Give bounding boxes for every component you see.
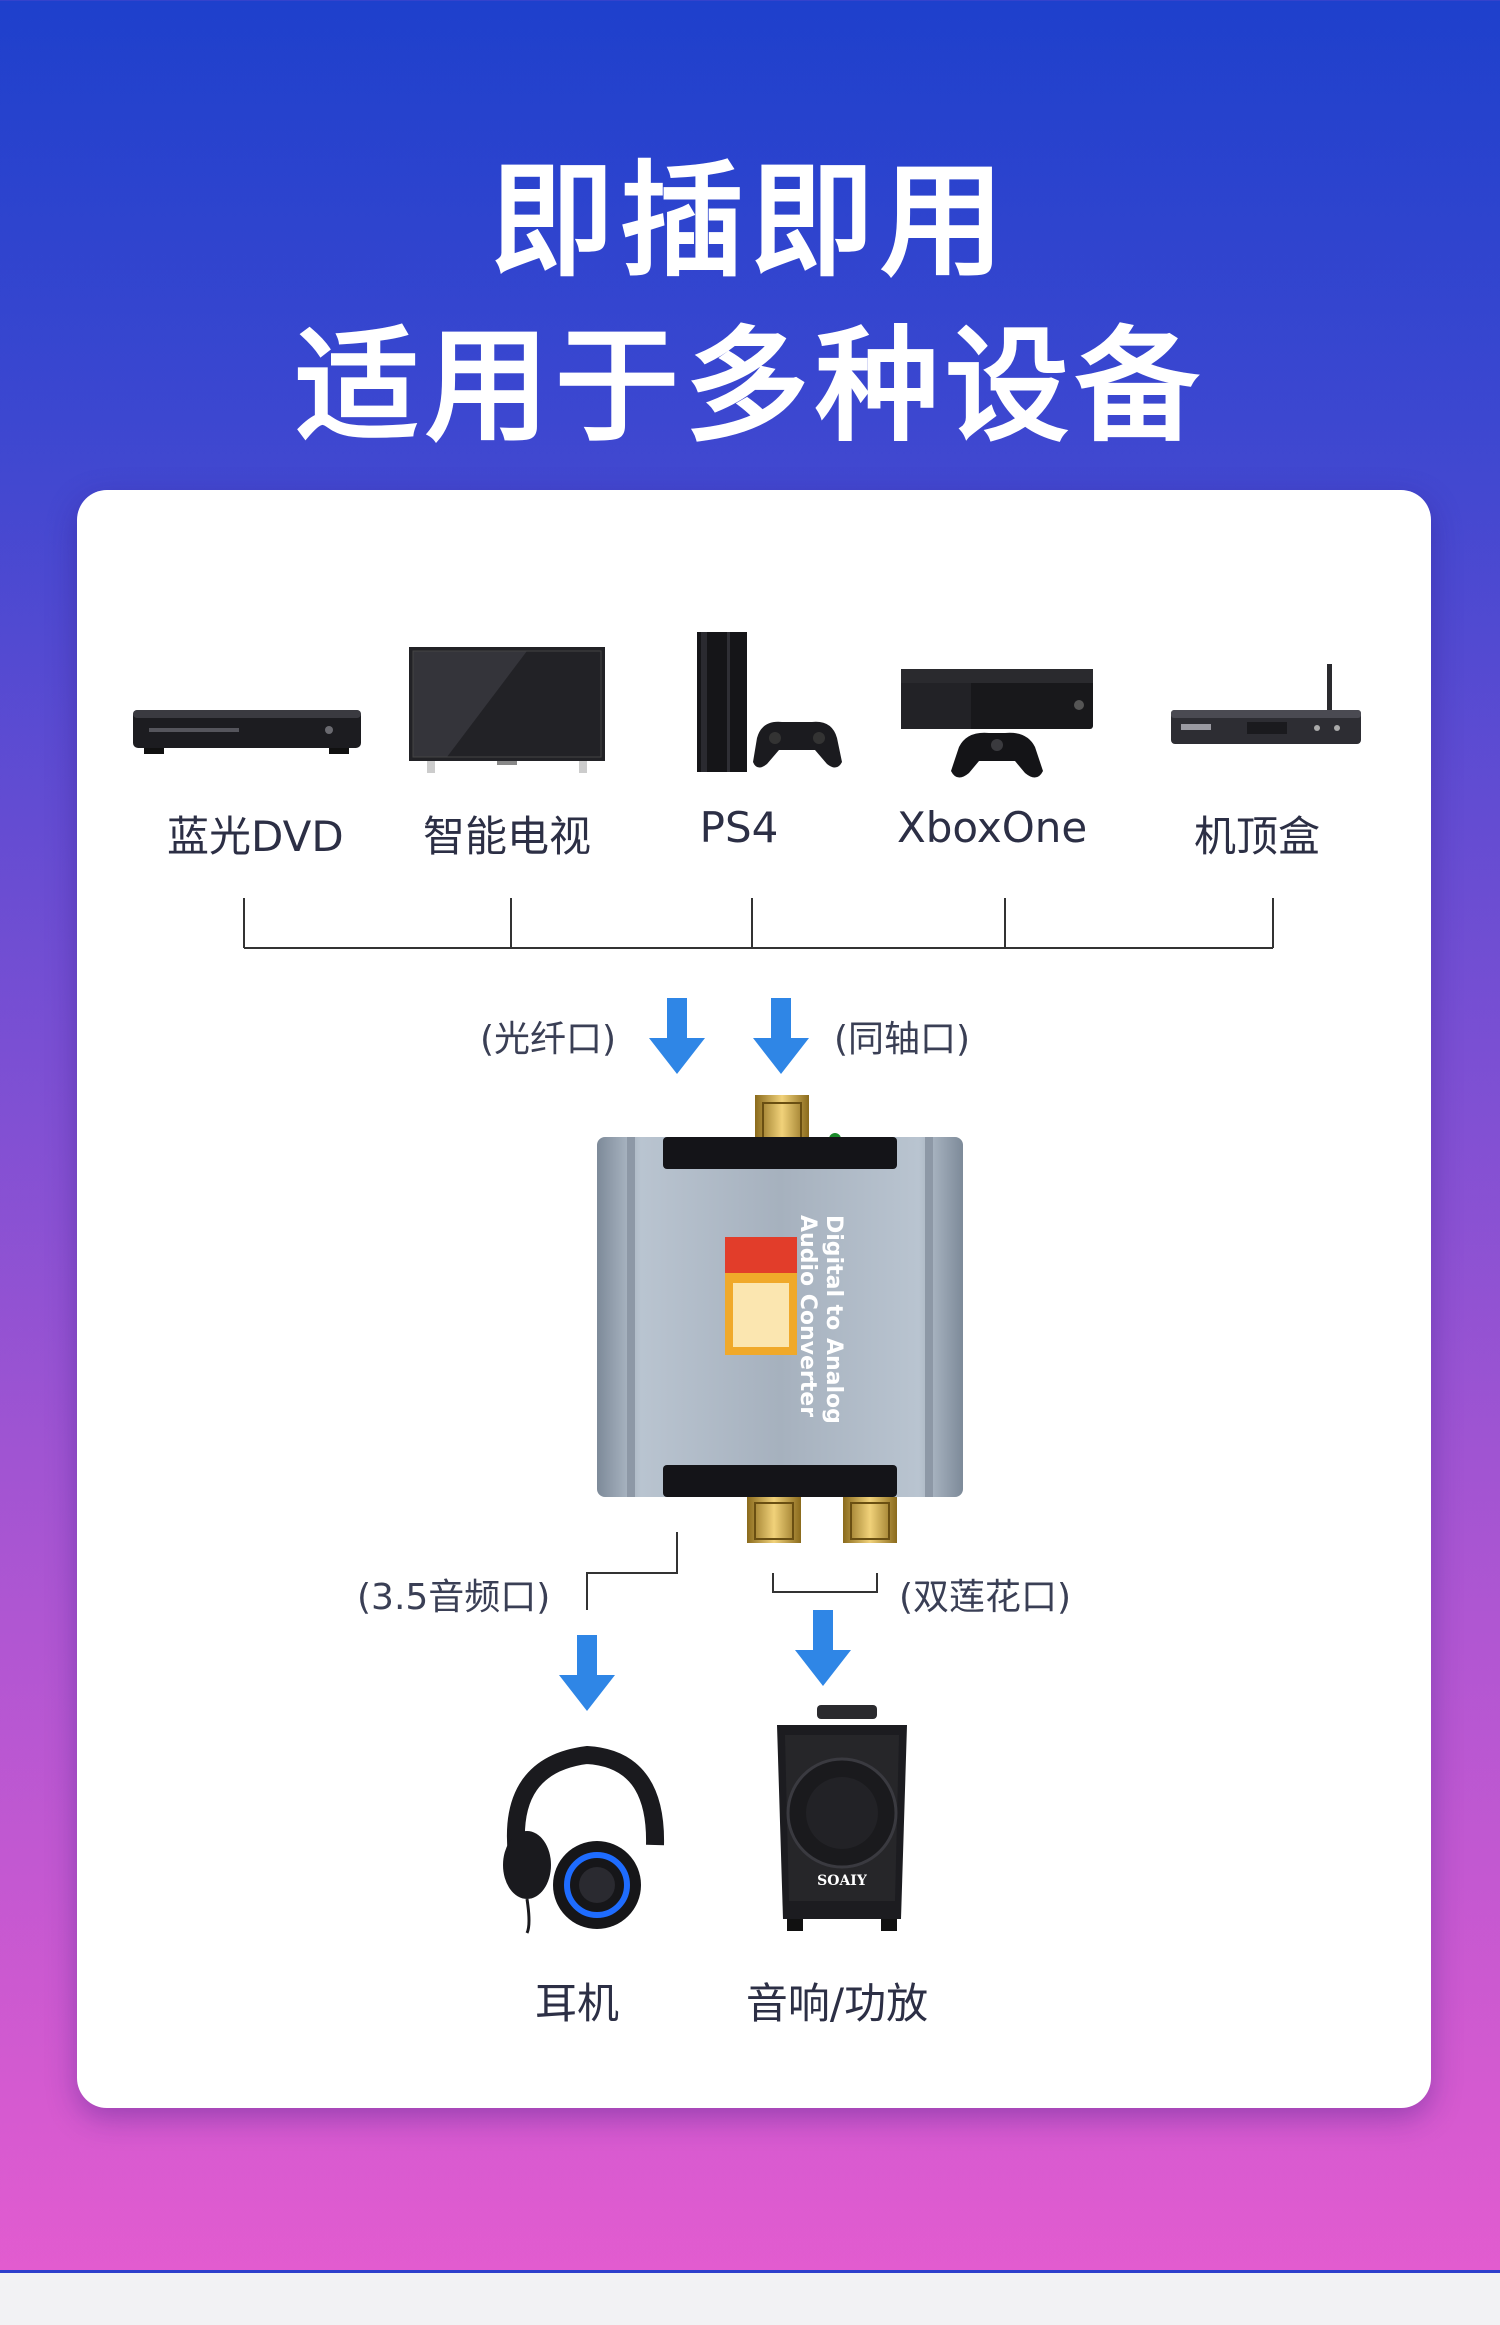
speaker-icon: SOAIY: [767, 1705, 917, 1935]
source-label-xbox: XboxOne: [897, 803, 1088, 852]
converter-text-line2: Audio Converter: [795, 1215, 820, 1417]
bottom-strip: [0, 2270, 1500, 2325]
down-arrow-icon: [559, 1635, 615, 1715]
smart-tv-icon: [407, 645, 607, 775]
source-label-bluray: 蓝光DVD: [167, 812, 344, 861]
source-label-ps4: PS4: [699, 803, 779, 852]
target-label-speaker: 音响/功放: [745, 1979, 929, 2028]
converter-device: Digital to Analog Audio Converter: [597, 1095, 963, 1545]
coaxial-port-label: (同轴口): [834, 1019, 971, 1060]
compatibility-card: 蓝光DVD 智能电视 PS4 XboxOne 机顶盒 (光纤口) (同轴口): [77, 490, 1431, 2108]
converter-text-line1: Digital to Analog: [821, 1215, 846, 1424]
source-bracket-lines: [243, 898, 1274, 1610]
jack-35-port-label: (3.5音频口): [357, 1577, 551, 1618]
xbox-console-icon: [897, 665, 1097, 785]
rca-port-label: (双莲花口): [899, 1577, 1072, 1618]
source-label-smart-tv: 智能电视: [422, 812, 591, 861]
target-label-headphones: 耳机: [534, 1979, 619, 2028]
optical-port-label: (光纤口): [480, 1019, 617, 1060]
set-top-box-icon: [1167, 660, 1367, 760]
headphones-icon: [487, 1735, 667, 1935]
bluray-player-icon: [129, 700, 365, 760]
headline-primary: 即插即用: [489, 150, 1010, 294]
headline-secondary: 适用于多种设备: [294, 315, 1205, 459]
speaker-brand-text: SOAIY: [817, 1873, 868, 1889]
down-arrow-icon: [795, 1610, 851, 1690]
down-arrow-icon: [649, 998, 705, 1078]
down-arrow-icon: [753, 998, 809, 1078]
ps4-console-icon: [687, 630, 847, 780]
source-label-set-top-box: 机顶盒: [1193, 812, 1320, 861]
